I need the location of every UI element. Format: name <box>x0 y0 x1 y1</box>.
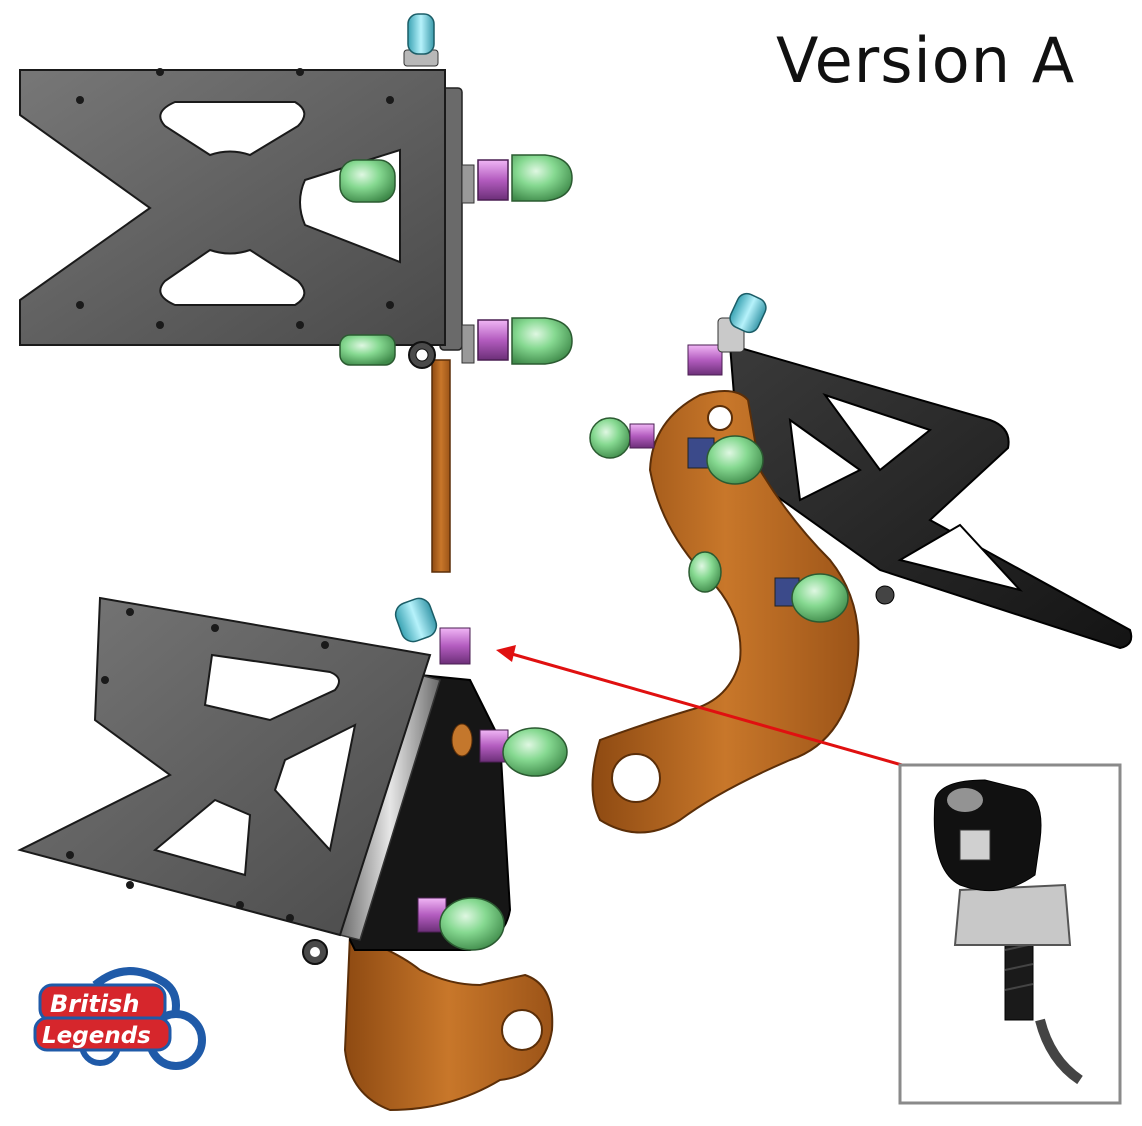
bottom-iso-view <box>17 596 568 1112</box>
led-bolt-icon <box>407 13 435 55</box>
right-iso-view <box>589 292 1133 834</box>
acorn-nut-icon <box>688 551 722 593</box>
acorn-nut-icon <box>339 334 396 366</box>
top-front-view <box>19 13 573 573</box>
acorn-nut-icon <box>511 154 573 202</box>
hex-nut-icon <box>477 159 509 201</box>
hex-nut-icon <box>687 344 723 376</box>
acorn-nut-icon <box>502 727 568 777</box>
hex-nut-icon <box>439 627 471 665</box>
license-plate-bracket-icon <box>19 69 446 346</box>
bracket-edge <box>431 359 451 573</box>
acorn-nut-icon <box>791 573 849 623</box>
copper-bracket-icon <box>343 933 554 1112</box>
pointer-arrow <box>496 645 903 767</box>
hex-nut-icon <box>477 319 509 361</box>
led-light-inset <box>898 763 1122 1105</box>
hex-nut-icon <box>629 423 655 449</box>
logo-line2: Legends <box>42 1023 151 1049</box>
acorn-nut-icon <box>511 317 573 365</box>
british-legends-logo: British Legends <box>33 967 206 1070</box>
license-plate-bracket-icon <box>728 343 1133 650</box>
acorn-nut-icon <box>439 897 505 951</box>
acorn-nut-icon <box>706 435 764 485</box>
version-title: Version A <box>776 24 1076 97</box>
acorn-nut-icon <box>339 159 396 203</box>
logo-line1: British <box>50 990 139 1018</box>
led-bolt-icon <box>394 597 438 643</box>
led-bolt-icon <box>729 292 767 334</box>
acorn-nut-icon <box>589 417 631 459</box>
